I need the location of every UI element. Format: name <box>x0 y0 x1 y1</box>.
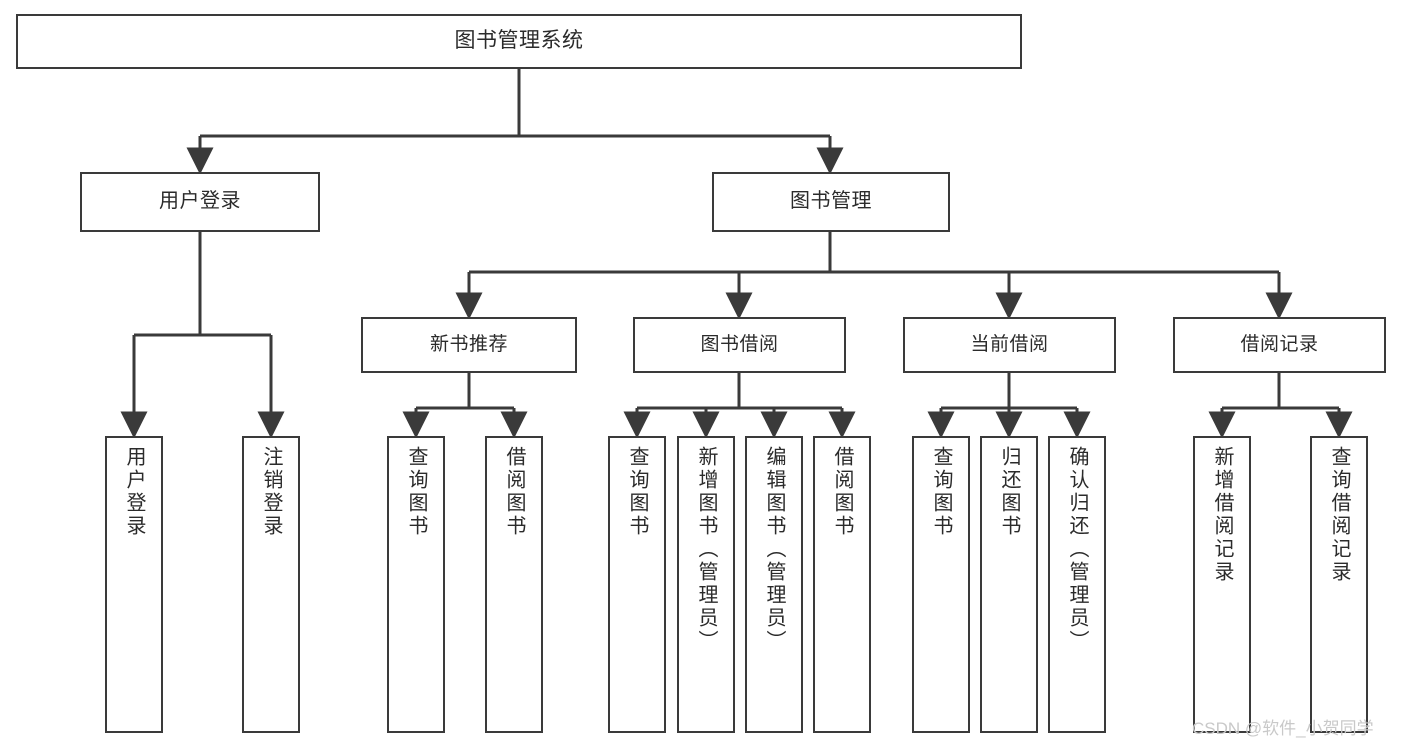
node-group-new-book-recommendation[interactable]: 新书推荐 <box>361 317 577 373</box>
node-leaf-query-borrow-record[interactable]: 查询借阅记录 <box>1310 436 1368 733</box>
node-leaf-add-borrow-record-label: 新增借阅记录 <box>1211 446 1233 584</box>
node-leaf-borrow-books-recommendation[interactable]: 借阅图书 <box>485 436 543 733</box>
node-leaf-return-books-label: 归还图书 <box>998 446 1020 538</box>
node-leaf-return-books[interactable]: 归还图书 <box>980 436 1038 733</box>
node-leaf-add-book-admin[interactable]: 新增图书（管理员） <box>677 436 735 733</box>
node-leaf-user-login[interactable]: 用户登录 <box>105 436 163 733</box>
node-leaf-add-book-admin-label: 新增图书（管理员） <box>695 446 717 653</box>
node-leaf-confirm-return-admin-label: 确认归还（管理员） <box>1066 446 1088 653</box>
node-leaf-query-books-current[interactable]: 查询图书 <box>912 436 970 733</box>
node-leaf-edit-book-admin[interactable]: 编辑图书（管理员） <box>745 436 803 733</box>
node-leaf-user-login-label: 用户登录 <box>123 446 145 538</box>
node-leaf-borrow-books-recommendation-label: 借阅图书 <box>503 446 525 538</box>
node-group-current-borrowing-label: 当前借阅 <box>970 333 1049 355</box>
node-leaf-query-books-recommendation-label: 查询图书 <box>405 446 427 538</box>
node-branch-user-login[interactable]: 用户登录 <box>80 172 320 232</box>
node-group-current-borrowing[interactable]: 当前借阅 <box>903 317 1116 373</box>
node-leaf-logout-label: 注销登录 <box>260 446 282 538</box>
node-leaf-query-borrow-record-label: 查询借阅记录 <box>1328 446 1350 584</box>
node-leaf-query-books-recommendation[interactable]: 查询图书 <box>387 436 445 733</box>
node-branch-book-management[interactable]: 图书管理 <box>712 172 950 232</box>
node-group-borrow-records-label: 借阅记录 <box>1240 333 1319 355</box>
node-branch-user-login-label: 用户登录 <box>159 190 241 213</box>
node-leaf-add-borrow-record[interactable]: 新增借阅记录 <box>1193 436 1251 733</box>
csdn-watermark: CSDN @软件_小贺同学 <box>1192 719 1374 738</box>
node-leaf-query-books-borrowing-label: 查询图书 <box>626 446 648 538</box>
node-group-new-book-recommendation-label: 新书推荐 <box>429 333 508 355</box>
node-root-book-management-system[interactable]: 图书管理系统 <box>16 14 1022 69</box>
node-group-borrow-records[interactable]: 借阅记录 <box>1173 317 1386 373</box>
node-leaf-confirm-return-admin[interactable]: 确认归还（管理员） <box>1048 436 1106 733</box>
node-leaf-borrow-books-borrowing-label: 借阅图书 <box>831 446 853 538</box>
node-leaf-borrow-books-borrowing[interactable]: 借阅图书 <box>813 436 871 733</box>
node-leaf-logout[interactable]: 注销登录 <box>242 436 300 733</box>
node-group-book-borrowing-label: 图书借阅 <box>700 333 779 355</box>
node-group-book-borrowing[interactable]: 图书借阅 <box>633 317 846 373</box>
node-root-label: 图书管理系统 <box>454 29 584 53</box>
node-leaf-query-books-borrowing[interactable]: 查询图书 <box>608 436 666 733</box>
node-branch-book-management-label: 图书管理 <box>790 190 872 213</box>
node-leaf-query-books-current-label: 查询图书 <box>930 446 952 538</box>
node-leaf-edit-book-admin-label: 编辑图书（管理员） <box>763 446 785 653</box>
